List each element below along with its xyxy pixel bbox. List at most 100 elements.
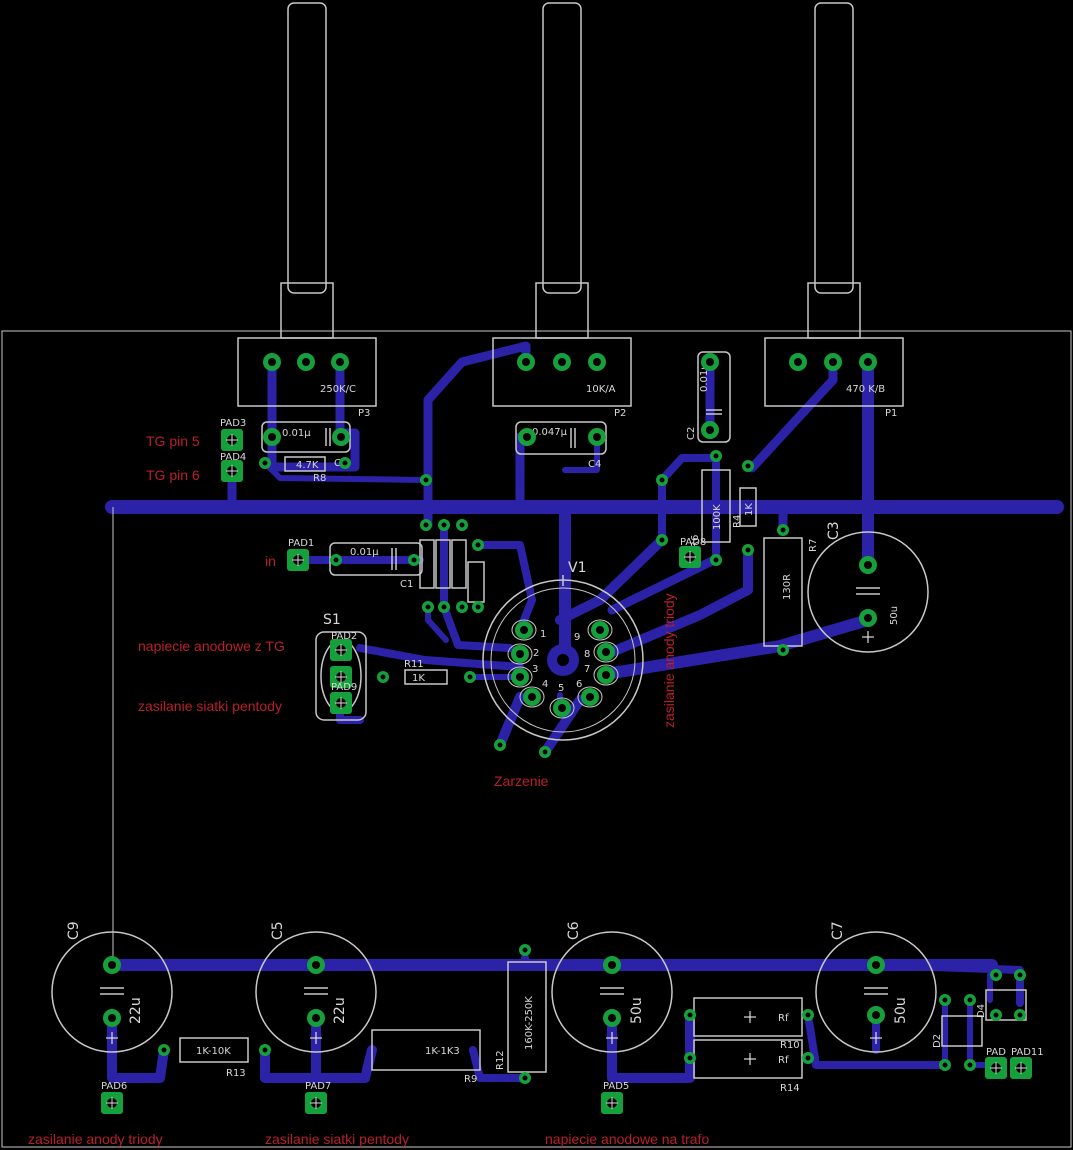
capacitor-c3[interactable]: 50u C3 bbox=[807, 521, 929, 653]
resistor-r13-name: R13 bbox=[226, 1068, 246, 1079]
resistor-r14-name: R14 bbox=[780, 1083, 800, 1094]
tube-pin-6: 6 bbox=[576, 679, 582, 690]
switch-s1-name: S1 bbox=[323, 612, 341, 628]
note-pentode-grid-supply-bottom: zasilanie siatki pentody bbox=[265, 1131, 409, 1147]
pot-p1-value: 470 K/B bbox=[846, 384, 885, 395]
capacitor-c1-name: C1 bbox=[400, 579, 413, 590]
note-triode-anode-supply: zasilanie anody triody bbox=[28, 1131, 163, 1147]
pad-9-label: PAD9 bbox=[331, 682, 357, 693]
resistor-r13[interactable]: 1K-10K R13 bbox=[179, 1037, 249, 1079]
capacitor-c9[interactable]: 22u C9 bbox=[51, 921, 173, 1053]
capacitor-c5-name: C5 bbox=[270, 921, 286, 940]
resistor-r7[interactable]: 130R R7 bbox=[763, 537, 819, 647]
pot-p2-name: P2 bbox=[614, 408, 626, 419]
tube-pin-1: 1 bbox=[540, 629, 546, 640]
note-tg-pin6: TG pin 6 bbox=[146, 467, 200, 483]
pad-7-label: PAD7 bbox=[305, 1081, 331, 1092]
tube-pin-9: 9 bbox=[574, 632, 580, 643]
tube-v1-name: V1 bbox=[568, 560, 586, 576]
capacitor-c4-value: 0.047µ bbox=[532, 427, 568, 438]
resistor-r12-name: R12 bbox=[495, 1050, 506, 1070]
resistor-array[interactable] bbox=[419, 539, 485, 603]
pad-5-label: PAD5 bbox=[603, 1081, 629, 1092]
diode-d4-name: D4 bbox=[976, 1004, 987, 1018]
pad-4-label: PAD4 bbox=[220, 452, 246, 463]
note-heater: Zarzenie bbox=[494, 773, 549, 789]
pad-3[interactable]: PAD3 bbox=[220, 418, 246, 452]
pad-6-label: PAD6 bbox=[101, 1081, 127, 1092]
pot-p1-name: P1 bbox=[885, 408, 897, 419]
pad-11[interactable]: PAD11 bbox=[1009, 1047, 1044, 1080]
resistor-r12-value: 160K-250K bbox=[524, 996, 535, 1050]
capacitor-c1[interactable]: 0.01µ C1 bbox=[329, 542, 423, 590]
capacitor-c6-value: 50u bbox=[629, 997, 645, 1024]
pad-2[interactable]: PAD2 bbox=[329, 631, 357, 662]
resistor-r6-name: R6 bbox=[690, 535, 701, 548]
note-in: in bbox=[265, 553, 276, 569]
note-pentode-grid-supply: zasilanie siatki pentody bbox=[138, 698, 282, 714]
diode-d2[interactable]: D2 bbox=[932, 1015, 983, 1048]
capacitor-c5[interactable]: 22u C5 bbox=[255, 921, 377, 1053]
tube-v1[interactable]: V1 1 2 3 4 5 6 7 8 9 bbox=[482, 560, 644, 741]
pot-p3-value: 250K/C bbox=[320, 384, 356, 395]
tube-pin-2: 2 bbox=[533, 648, 539, 659]
capacitor-c3-value: 50u bbox=[889, 606, 900, 625]
resistor-r7-value: 130R bbox=[782, 574, 793, 600]
pad-11-label: PAD11 bbox=[1011, 1047, 1044, 1058]
resistor-r6[interactable]: 100K R6 bbox=[690, 469, 731, 548]
capacitor-c9-name: C9 bbox=[66, 921, 82, 940]
resistor-r10[interactable]: Rf R10 bbox=[693, 997, 803, 1051]
pot-p2-value: 10K/A bbox=[586, 384, 616, 395]
resistor-r4-name: R4 bbox=[732, 515, 743, 528]
resistor-r8-value: 4.7K bbox=[296, 460, 319, 471]
tube-pin-7: 7 bbox=[584, 664, 590, 675]
resistor-r9-value: 1K-1K3 bbox=[425, 1046, 460, 1057]
pot-p2[interactable]: 10K/A P2 bbox=[492, 2, 632, 419]
capacitor-c7-value: 50u bbox=[893, 997, 909, 1024]
pad-7[interactable]: PAD7 bbox=[304, 1081, 331, 1115]
pad-5[interactable]: PAD5 bbox=[600, 1081, 629, 1115]
resistor-r11-value: 1K bbox=[412, 673, 425, 684]
pot-p1[interactable]: 470 K/B P1 bbox=[764, 2, 904, 419]
resistor-r7-name: R7 bbox=[808, 539, 819, 552]
resistor-r14-value: Rf bbox=[778, 1055, 789, 1066]
note-tg-pin5: TG pin 5 bbox=[146, 433, 200, 449]
capacitor-c4[interactable]: 0.047µ C4 bbox=[515, 421, 607, 470]
diode-d4[interactable]: D4 bbox=[976, 989, 1027, 1021]
pad-8[interactable]: PAD8 bbox=[678, 537, 706, 569]
resistor-r9-name: R9 bbox=[464, 1074, 477, 1085]
capacitor-c8-value: 0.01µ bbox=[282, 428, 311, 439]
diode-d2-name: D2 bbox=[932, 1034, 943, 1048]
capacitor-c7[interactable]: 50u C7 bbox=[815, 921, 937, 1053]
pad-10[interactable]: PAD bbox=[984, 1047, 1008, 1080]
pad-9[interactable]: PAD9 bbox=[329, 665, 357, 693]
resistor-r4[interactable]: 1K R4 bbox=[732, 487, 757, 528]
capacitor-c6[interactable]: 50u C6 bbox=[551, 921, 673, 1053]
resistor-r11[interactable]: 1K R11 bbox=[404, 659, 448, 685]
pad-1-label: PAD1 bbox=[288, 538, 314, 549]
note-anode-to-transformer: napiecie anodowe na trafo bbox=[545, 1131, 709, 1147]
resistor-r12[interactable]: 160K-250K R12 bbox=[495, 961, 547, 1073]
pad-s1-bottom[interactable] bbox=[329, 691, 353, 715]
capacitor-c1-value: 0.01µ bbox=[350, 547, 379, 558]
tube-pin-4: 4 bbox=[542, 679, 548, 690]
resistor-r8[interactable]: 4.7K R8 bbox=[284, 456, 326, 484]
tube-pin-8: 8 bbox=[584, 649, 590, 660]
pot-p3[interactable]: 250K/C P3 bbox=[237, 2, 377, 419]
capacitor-c3-name: C3 bbox=[826, 521, 842, 540]
capacitor-c7-name: C7 bbox=[830, 921, 846, 940]
resistor-r9[interactable]: 1K-1K3 R9 bbox=[371, 1029, 481, 1085]
resistor-r6-value: 100K bbox=[712, 504, 723, 530]
capacitor-c5-value: 22u bbox=[332, 997, 348, 1024]
pad-4[interactable]: PAD4 bbox=[220, 452, 246, 483]
resistor-r10-value: Rf bbox=[778, 1013, 789, 1024]
resistor-r13-value: 1K-10K bbox=[196, 1046, 231, 1057]
resistor-r8-name: R8 bbox=[313, 473, 326, 484]
pad-1[interactable]: PAD1 bbox=[286, 538, 314, 572]
capacitor-c2[interactable]: 0.01µ C2 bbox=[686, 351, 731, 443]
pad-8-label: PAD8 bbox=[680, 537, 706, 548]
pad-6[interactable]: PAD6 bbox=[100, 1081, 127, 1115]
note-anode-from-tg: napiecie anodowe z TG bbox=[138, 638, 285, 654]
capacitor-c4-name: C4 bbox=[588, 459, 601, 470]
